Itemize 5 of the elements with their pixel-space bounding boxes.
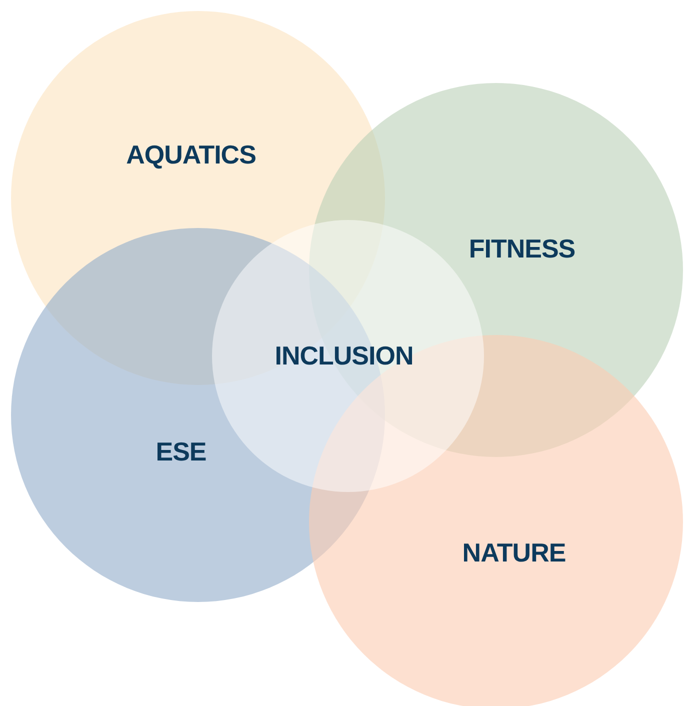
circle-label: AQUATICS [126,140,256,170]
circle-label: NATURE [462,538,566,568]
circle-label: ESE [156,436,206,468]
circle-label: FITNESS [468,234,576,264]
circle-label: INCLUSION [274,340,414,372]
